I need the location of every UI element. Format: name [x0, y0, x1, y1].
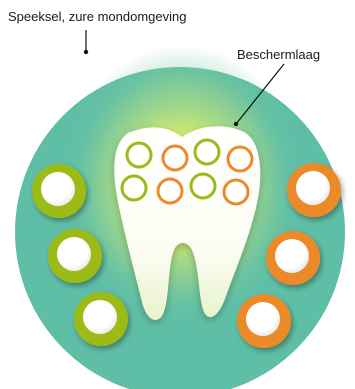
coating-bubble [122, 176, 146, 200]
saliva-label: Speeksel, zure mondomgeving [8, 9, 187, 24]
coating-bubble [224, 180, 248, 204]
bubble-icon [74, 292, 128, 346]
coating-leader-dot [234, 122, 238, 126]
bubble-icon [266, 231, 320, 285]
bubble-icon [48, 229, 102, 283]
coating-bubble [228, 147, 252, 171]
coating-label: Beschermlaag [237, 47, 320, 62]
bubble-icon [32, 164, 86, 218]
bubble-icon [237, 294, 291, 348]
coating-bubble [158, 179, 182, 203]
bubble-icon [287, 163, 341, 217]
coating-bubble [195, 140, 219, 164]
saliva-leader-dot [84, 50, 88, 54]
coating-bubble [163, 146, 187, 170]
coating-bubble [191, 174, 215, 198]
coating-bubble [127, 143, 151, 167]
